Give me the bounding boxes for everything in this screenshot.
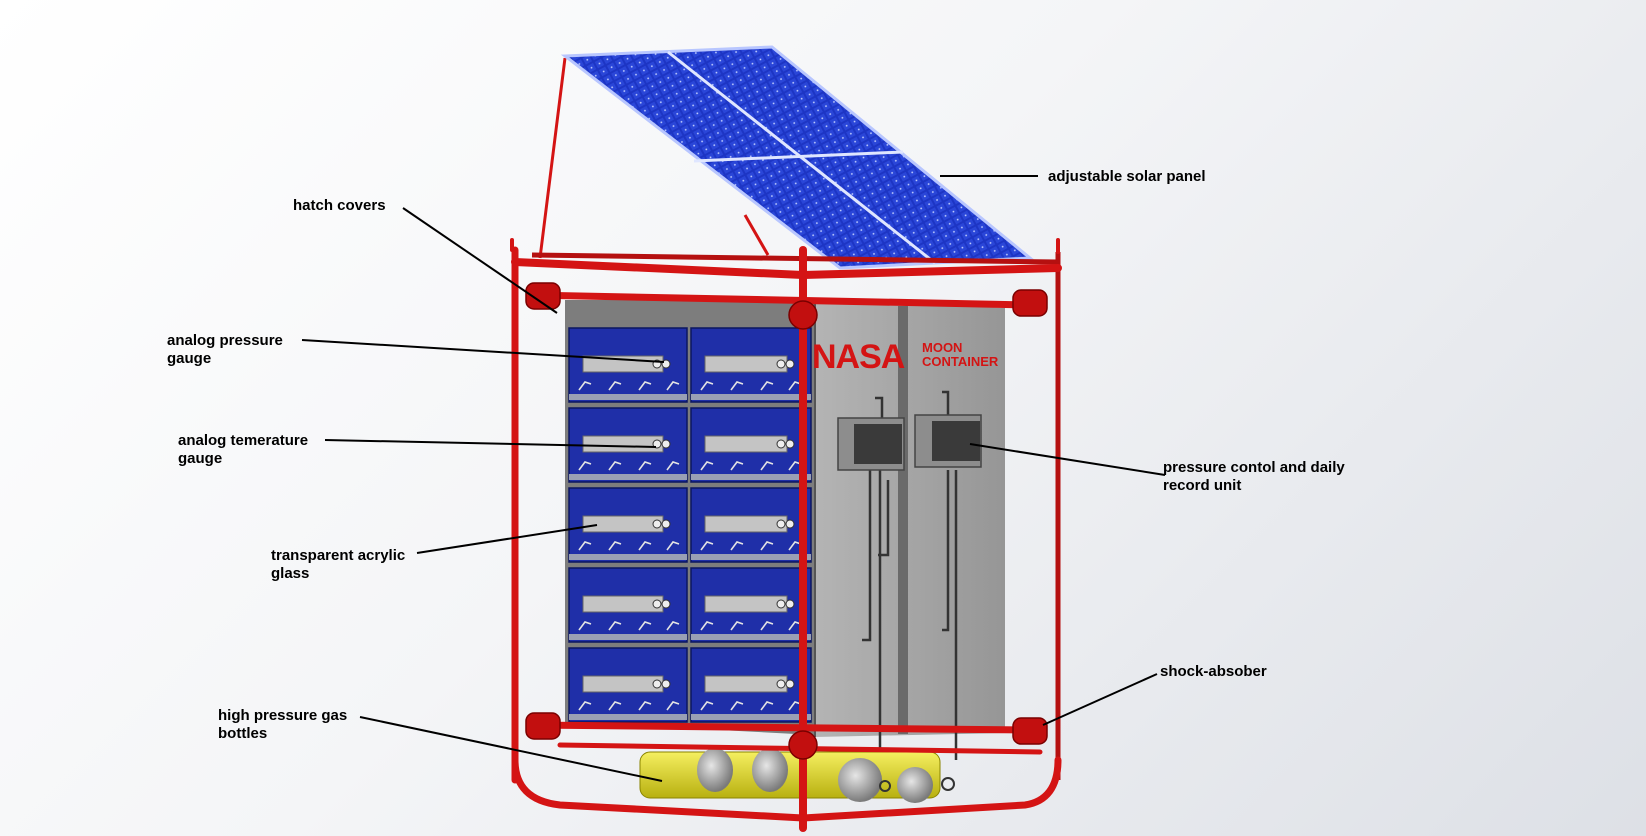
hatch-latch: [608, 621, 622, 631]
gauge-plate: [582, 515, 664, 533]
gauge-dial: [661, 439, 671, 449]
label-pressure-control-unit: pressure contol and daily record unit: [1163, 459, 1345, 494]
back-frame: [531, 252, 1061, 780]
hatch-latch: [608, 701, 622, 711]
hatch-cover: [691, 554, 811, 560]
gauge-dial: [776, 359, 786, 369]
gauge-dial: [785, 359, 795, 369]
hatch-latch: [578, 381, 592, 391]
leader-lines: [301, 175, 1166, 782]
container-name-line-2: CONTAINER: [922, 354, 999, 369]
gauge-dial: [785, 439, 795, 449]
gauge-dial: [776, 599, 786, 609]
hatch-latch: [700, 381, 714, 391]
gauge-dial: [661, 519, 671, 529]
gauge-dial: [652, 599, 662, 609]
hatch-latch: [638, 381, 652, 391]
hatch-latch: [638, 461, 652, 471]
container-name-line-1: MOON: [922, 340, 962, 355]
label-adjustable-solar-panel: adjustable solar panel: [1048, 168, 1206, 185]
hatch-latch: [578, 541, 592, 551]
hatch-latch: [730, 541, 744, 551]
gauge-dial: [652, 679, 662, 689]
gauge-dial: [776, 439, 786, 449]
gauge-plate: [704, 595, 788, 613]
hatch-cover: [569, 394, 687, 400]
hatch-latch: [700, 701, 714, 711]
hatch-latch: [608, 381, 622, 391]
gauge-plate: [582, 675, 664, 693]
hatch-latch: [666, 701, 680, 711]
gauge-dial: [785, 599, 795, 609]
label-analog-temperature-gauge: analog temerature gauge: [178, 432, 309, 467]
hatch-latch: [666, 461, 680, 471]
hatch-latch: [730, 381, 744, 391]
gauge-plate: [704, 515, 788, 533]
hatch-latch: [578, 621, 592, 631]
label-transparent-acrylic-glass: transparent acrylic glass: [271, 547, 406, 582]
hatch-latch: [700, 461, 714, 471]
hatch-latch: [608, 541, 622, 551]
gauge-plate: [704, 675, 788, 693]
hatch-latch: [638, 701, 652, 711]
gauge-dial: [776, 679, 786, 689]
label-hatch-covers: hatch covers: [293, 197, 386, 214]
hatch-cover: [691, 714, 811, 720]
hatch-latch: [578, 701, 592, 711]
gauge-plate: [704, 435, 788, 453]
hatch-latch: [578, 461, 592, 471]
hatch-latch: [730, 461, 744, 471]
gauge-dial: [785, 679, 795, 689]
hatch-latch: [730, 621, 744, 631]
control-units: [837, 390, 982, 760]
hatch-latch: [760, 701, 774, 711]
hatch-latch: [638, 541, 652, 551]
gas-bottles: [639, 748, 955, 803]
hatch-latch: [666, 541, 680, 551]
gauge-dial: [776, 519, 786, 529]
hatch-latch: [666, 381, 680, 391]
solar-panel: [560, 45, 1034, 270]
gauge-plate: [582, 595, 664, 613]
acrylic-windows: [568, 327, 812, 723]
shock-absorbers: [525, 282, 1048, 760]
hatch-latch: [730, 701, 744, 711]
hatch-latch: [760, 541, 774, 551]
hatch-latch: [760, 381, 774, 391]
label-shock-absorber: shock-absober: [1160, 663, 1267, 680]
hatch-latch: [638, 621, 652, 631]
hatch-cover: [691, 474, 811, 480]
hatch-cover: [569, 474, 687, 480]
hatch-cover: [569, 554, 687, 560]
nasa-logo: NASA: [812, 338, 905, 376]
gauge-dial: [785, 519, 795, 529]
gauge-dial: [661, 599, 671, 609]
hatch-latch: [760, 461, 774, 471]
hatch-cover: [691, 634, 811, 640]
gauge-dial: [652, 519, 662, 529]
hatch-latch: [700, 621, 714, 631]
gauge-plate: [704, 355, 788, 373]
label-analog-pressure-gauge: analog pressure gauge: [167, 332, 283, 367]
hatch-cover: [569, 714, 687, 720]
gauge-plate: [582, 435, 664, 453]
hatch-latch: [608, 461, 622, 471]
hatch-latch: [666, 621, 680, 631]
hatch-latch: [700, 541, 714, 551]
hatch-latch: [760, 621, 774, 631]
gauge-dial: [661, 679, 671, 689]
hatch-cover: [569, 634, 687, 640]
hatch-cover: [691, 394, 811, 400]
label-high-pressure-gas-bottles: high pressure gas bottles: [218, 707, 348, 742]
